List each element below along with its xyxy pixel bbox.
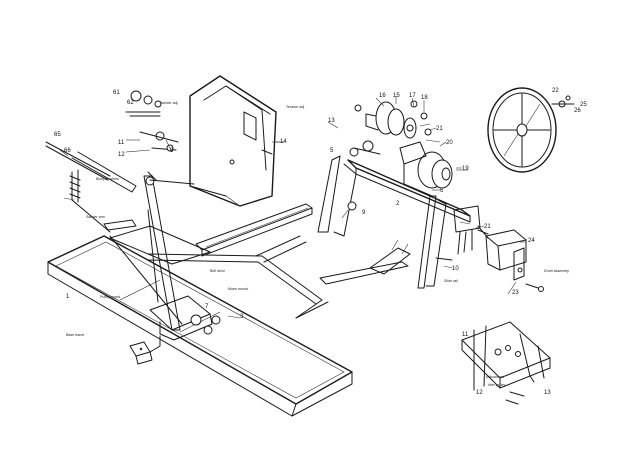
note-base-frame: Base frame <box>66 333 84 337</box>
note-belt-drive: Belt drive <box>210 269 225 273</box>
callout-inset-4: 11 <box>462 332 469 338</box>
note-sander-adj: Sander adj. <box>160 101 178 105</box>
spring-rod-left <box>45 141 137 233</box>
callout-22: 22 <box>552 88 559 94</box>
callout-20: 20 <box>446 140 453 146</box>
note-slide-rail: Slide rail <box>444 279 458 283</box>
callout-9: 9 <box>362 210 366 216</box>
callout-15: 15 <box>393 93 400 99</box>
callout-13: 13 <box>328 118 335 124</box>
callout-16: 16 <box>379 93 386 99</box>
callout-8: 8 <box>170 148 174 154</box>
callout-19: 19 <box>462 166 469 172</box>
callout-6: 6 <box>440 188 444 194</box>
callout-66: 66 <box>64 148 71 154</box>
sander-head <box>129 295 221 365</box>
callout-10: 10 <box>452 266 459 272</box>
callout-5: 5 <box>330 148 334 154</box>
inset-detail <box>461 321 551 405</box>
note-motor-mount: Motor mount <box>228 287 248 291</box>
note-tension-adj: Tension adj. <box>286 105 305 109</box>
tube-frame <box>147 235 411 319</box>
callout-2: 2 <box>396 201 400 207</box>
callout-26: 26 <box>574 108 581 114</box>
hardware-cluster-top <box>125 90 179 153</box>
base-platform <box>47 235 353 417</box>
note-pulley-guard: Pulley guard <box>100 295 120 299</box>
guard-cover <box>149 75 280 207</box>
callout-inset-6: 13 <box>544 390 551 396</box>
callout-61: 61 <box>113 90 120 96</box>
pulley-assembly <box>349 100 468 197</box>
callout-3: 3 <box>240 314 244 320</box>
callout-18: 18 <box>421 95 428 101</box>
callout-17: 17 <box>409 93 416 99</box>
callout-7: 7 <box>205 304 209 310</box>
leader-lines <box>59 96 526 319</box>
callout-25: 25 <box>580 102 587 108</box>
note-bumper-wheel: Bumper wheel <box>96 177 119 181</box>
annotation-notes: Sander adj. Bumper wheel Sander arm Tens… <box>66 101 569 387</box>
callout-62: 62 <box>127 100 134 106</box>
callout-inset-5: 12 <box>476 390 483 396</box>
callout-14: 14 <box>280 139 287 145</box>
callout-21b: 21 <box>484 224 491 230</box>
frame-beam <box>317 155 481 289</box>
note-sander-arm: Sander arm <box>86 215 105 219</box>
callout-11: 11 <box>118 140 125 146</box>
callout-65: 65 <box>54 132 61 138</box>
spoked-wheel <box>487 87 575 173</box>
callout-numbers: 61 62 65 66 11 12 14 13 16 15 17 18 21 2… <box>54 88 587 396</box>
callout-23: 23 <box>512 290 519 296</box>
callout-12: 12 <box>118 152 125 158</box>
motor-box <box>477 225 544 292</box>
note-drum-assembly: Drum assembly <box>544 269 569 273</box>
callout-1: 1 <box>66 294 70 300</box>
callout-24: 24 <box>528 238 535 244</box>
note-adjustment: Adjustment <box>486 375 504 379</box>
note-idler-pulley: Idler pulley <box>488 383 506 387</box>
upright-post <box>109 171 183 331</box>
slide-rail <box>109 203 313 265</box>
callout-21: 21 <box>436 126 443 132</box>
